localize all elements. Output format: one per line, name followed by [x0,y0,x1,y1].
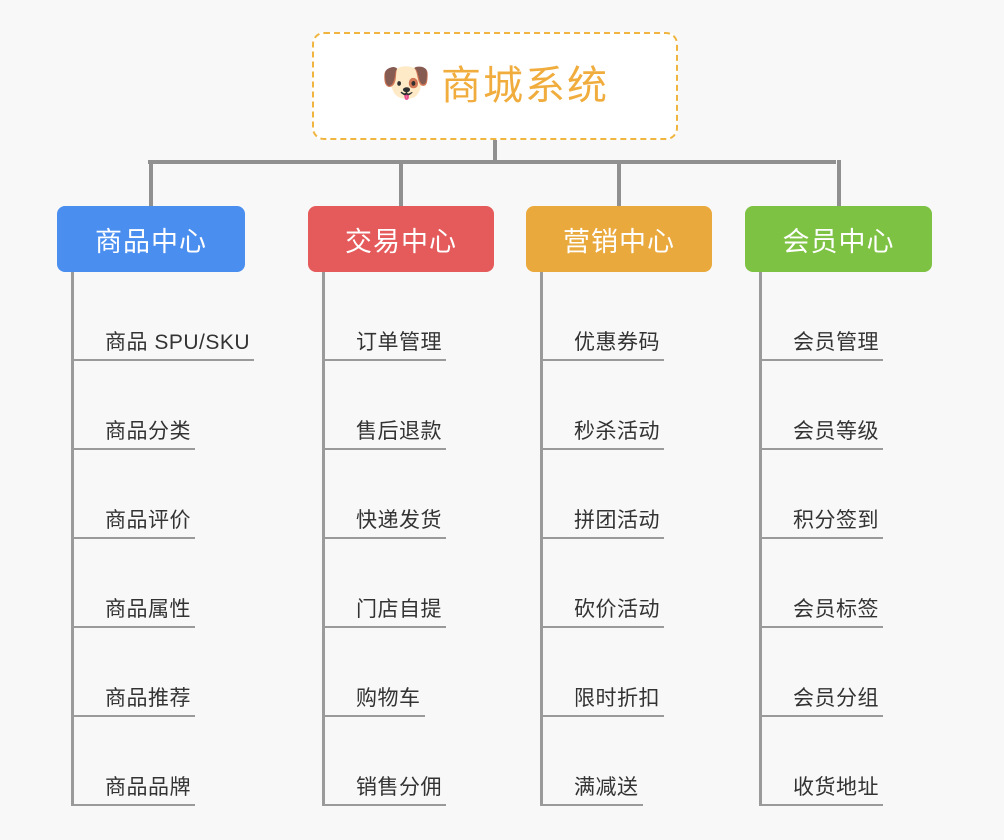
leaf-underline: 商品品牌 [71,776,195,806]
category-label: 商品中心 [95,226,207,257]
leaf-underline: 门店自提 [322,598,446,628]
category-drop-connector-1 [149,160,153,206]
leaf-underline: 会员标签 [759,598,883,628]
leaf-underline: 销售分佣 [322,776,446,806]
category-label: 交易中心 [345,226,457,257]
leaf-label: 会员标签 [793,597,879,621]
root-title: 商城系统 [441,64,609,108]
leaf-underline: 拼团活动 [540,509,664,539]
category-drop-connector-2 [399,160,403,206]
category-label: 会员中心 [782,226,895,257]
leaf-label: 商品属性 [105,597,191,621]
leaf-label: 会员分组 [793,686,879,710]
leaf-underline: 商品评价 [71,509,195,539]
leaf-underline: 限时折扣 [540,687,664,717]
leaf-label: 会员管理 [793,330,879,354]
leaf-underline: 商品属性 [71,598,195,628]
leaf-label: 商品分类 [105,419,191,443]
leaf-label: 销售分佣 [356,775,442,799]
leaf-underline: 售后退款 [322,420,446,450]
leaf-underline: 收货地址 [759,776,883,806]
leaf-label: 满减送 [574,775,639,799]
leaf-label: 优惠券码 [574,330,660,354]
leaf-label: 商品推荐 [105,686,191,710]
leaf-underline: 购物车 [322,687,425,717]
leaf-label: 快递发货 [356,508,442,532]
leaf-underline: 满减送 [540,776,643,806]
leaf-spine-line [71,272,74,806]
leaf-label: 秒杀活动 [574,419,660,443]
root-stem-connector [493,140,497,164]
leaf-underline: 会员分组 [759,687,883,717]
leaf-underline: 商品 SPU/SKU [71,330,255,361]
leaf-underline: 会员等级 [759,420,883,450]
leaf-underline: 秒杀活动 [540,420,664,450]
leaf-label: 会员等级 [793,419,879,443]
leaf-underline: 商品分类 [71,420,195,450]
leaf-underline: 优惠券码 [540,331,664,361]
leaf-label: 购物车 [356,686,421,710]
leaf-label: 限时折扣 [574,686,660,710]
category-drop-connector-4 [837,160,841,206]
category-drop-connector-3 [617,160,621,206]
leaf-label: 收货地址 [793,775,879,799]
leaf-underline: 砍价活动 [540,598,664,628]
root-node[interactable]: 🐶 商城系统 [312,32,678,140]
category-box-1[interactable]: 商品中心 [57,206,245,272]
leaf-label: 售后退款 [356,419,442,443]
leaf-spine-line [322,272,325,806]
category-label: 营销中心 [563,226,675,257]
category-box-2[interactable]: 交易中心 [308,206,494,272]
leaf-spine-line [540,272,543,806]
leaf-underline: 积分签到 [759,509,883,539]
leaf-underline: 订单管理 [322,331,446,361]
category-box-3[interactable]: 营销中心 [526,206,712,272]
leaf-spine-line [759,272,762,806]
shiba-dog-face-icon: 🐶 [381,61,431,105]
leaf-underline: 快递发货 [322,509,446,539]
leaf-label: 商品 SPU/SKU [105,330,251,354]
leaf-label: 商品评价 [105,508,191,532]
category-box-4[interactable]: 会员中心 [745,206,932,272]
leaf-label: 订单管理 [356,330,442,354]
leaf-label: 积分签到 [793,508,879,532]
leaf-label: 门店自提 [356,597,442,621]
leaf-label: 商品品牌 [105,775,191,799]
horizontal-bus-connector [148,160,836,164]
leaf-label: 砍价活动 [574,597,660,621]
leaf-underline: 会员管理 [759,331,883,361]
leaf-underline: 商品推荐 [71,687,195,717]
leaf-label: 拼团活动 [574,508,660,532]
